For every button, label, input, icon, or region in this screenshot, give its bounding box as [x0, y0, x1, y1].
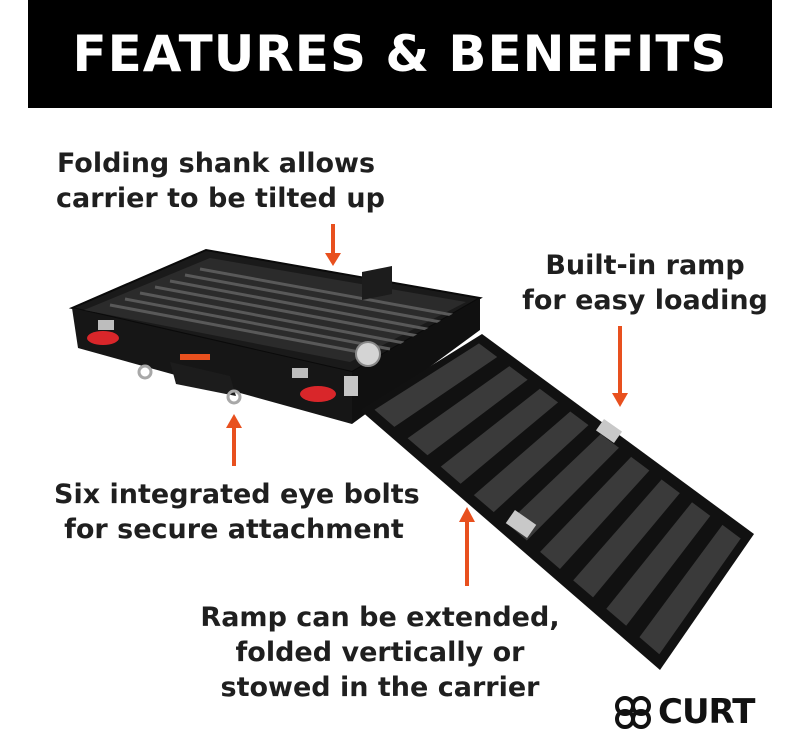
loading-ramp	[360, 334, 754, 670]
caption-built-in-ramp: Built-in ramp for easy loading	[520, 248, 770, 318]
caption-line: for secure attachment	[64, 514, 404, 545]
brand-logo: CURT	[612, 692, 755, 732]
ramp-slat	[374, 343, 498, 427]
callout-arrows	[226, 224, 628, 586]
eye-bolt	[137, 364, 153, 380]
hitch-shank	[170, 362, 236, 396]
ramp-slat	[473, 411, 589, 513]
ramp-slat	[407, 366, 528, 456]
arrow-down-icon	[612, 393, 628, 407]
caption-line: Six integrated eye bolts	[54, 479, 420, 510]
caption-line: carrier to be tilted up	[56, 183, 385, 214]
ramp-slat	[506, 434, 619, 541]
carrier-tray	[68, 248, 483, 424]
curt-knot-logo-icon	[615, 696, 651, 729]
caption-line: Ramp can be extended,	[200, 602, 560, 633]
caption-line: stowed in the carrier	[220, 672, 540, 703]
caption-line: Folding shank allows	[56, 148, 376, 179]
arrow-up-icon	[459, 507, 475, 522]
caption-line: Built-in ramp	[545, 250, 745, 281]
caption-ramp-extended: Ramp can be extended, folded vertically …	[200, 600, 560, 705]
header-banner: FEATURES & BENEFITS	[28, 0, 772, 108]
reflector-left	[87, 331, 119, 345]
arrow-down-icon	[325, 253, 341, 266]
ramp-slat	[573, 479, 680, 598]
page-title: FEATURES & BENEFITS	[72, 25, 728, 83]
caption-line: folded vertically or	[235, 637, 525, 668]
arrow-up-icon	[226, 414, 242, 428]
ramp-slat	[540, 456, 650, 569]
ramp-slat	[440, 388, 559, 484]
eye-bolt	[226, 389, 242, 405]
ramp-slat	[606, 502, 711, 626]
ramp-slat	[639, 524, 741, 655]
caption-line: for easy loading	[522, 285, 768, 316]
brand-name: CURT	[658, 692, 755, 732]
reflector-right	[300, 386, 336, 402]
caption-eye-bolts: Six integrated eye bolts for secure atta…	[54, 477, 420, 547]
caption-folding-shank: Folding shank allows carrier to be tilte…	[56, 146, 385, 216]
